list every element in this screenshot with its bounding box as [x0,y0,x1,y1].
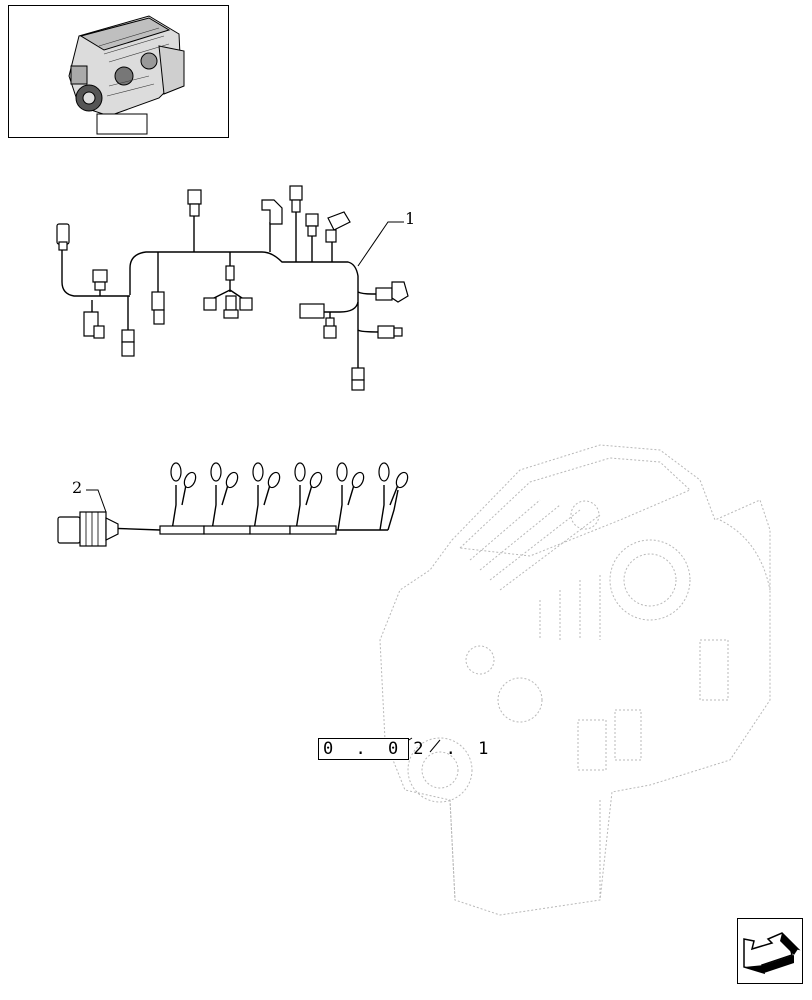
callout-2-label: 2 [72,478,83,497]
cross-reference-code: 0 . 0 [318,738,410,760]
injector-terminals [57,462,409,547]
callout-1-label: 1 [405,209,416,228]
engine-wiring-harness[interactable] [61,200,392,368]
next-page-arrow-icon [743,932,801,975]
cross-reference-suffix: 2 . 1 [413,739,495,759]
callout-2-leader [86,489,107,513]
injector-wiring-harness[interactable] [103,484,399,533]
engine-thumbnail [8,5,229,138]
callout-1-leader [357,221,404,267]
connector-ribs [85,512,99,546]
engine-ghost-outline [379,444,771,916]
harness-1-connectors [56,185,409,391]
cross-reference-link[interactable]: 0 . 0 2 . 1 [318,738,494,760]
engine-thumbnail-icon [68,15,185,135]
next-page-button[interactable] [737,918,803,984]
